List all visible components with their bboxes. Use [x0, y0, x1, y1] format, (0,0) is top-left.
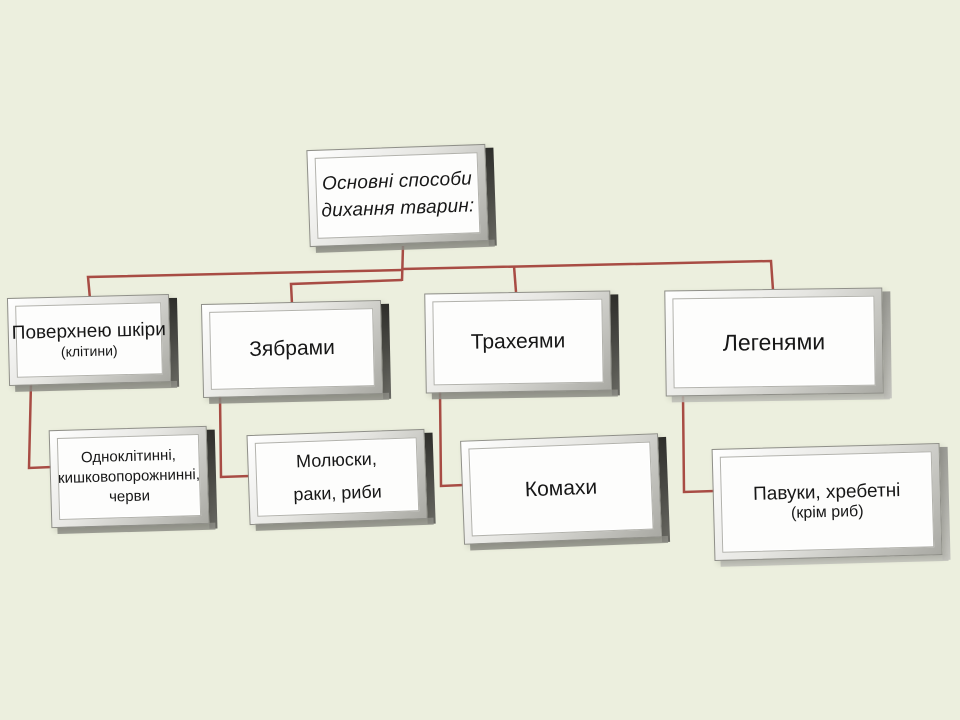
lungs-label: Легенями: [722, 327, 826, 356]
connector-trunk-left-to-skin: [86, 268, 403, 300]
root-box: Основні способи дихання тварин:: [306, 143, 497, 253]
unicellular-box-frame: Одноклітинні, кишковопорожнинні, черви: [48, 425, 210, 529]
spiders-box-frame: Павуки, хребетні (крім риб): [711, 443, 943, 561]
gills-box-text: Зябрами: [209, 308, 375, 390]
gills-box: Зябрами: [200, 299, 392, 404]
insects-label: Комахи: [524, 475, 598, 502]
lungs-box-side-shadow: [882, 291, 892, 399]
unicellular-box-text: Одноклітинні, кишковопорожнинні, черви: [56, 434, 202, 520]
spiders-box-text: Павуки, хребетні (крім риб): [719, 451, 935, 553]
tracheae-box-frame: Трахеями: [424, 290, 612, 394]
insects-box: Комахи: [460, 433, 671, 551]
lungs-box: Легенями: [664, 287, 892, 403]
tracheae-label: Трахеями: [470, 329, 566, 354]
mollusks-line-2: раки, риби: [293, 481, 383, 505]
root-box-text: Основні способи дихання тварин:: [314, 152, 481, 239]
lungs-box-frame: Легенями: [664, 287, 884, 397]
tracheae-box-side-shadow: [610, 294, 620, 396]
unicellular-line-1: Одноклітинні,: [80, 446, 177, 466]
insects-box-frame: Комахи: [460, 433, 662, 545]
tracheae-box-text: Трахеями: [432, 298, 604, 386]
spiders-label: Павуки, хребетні: [752, 479, 901, 505]
connector-gills-to-mollusks: [218, 395, 251, 479]
unicellular-line-2: кишковопорожнинні,: [57, 465, 201, 487]
spiders-sublabel: (крім риб): [790, 502, 864, 522]
connector-tracheae-to-insects: [438, 391, 465, 488]
unicellular-line-3: черви: [108, 487, 151, 506]
connector-drop-tracheae: [512, 265, 518, 293]
connector-skin-to-unicellular: [27, 381, 53, 470]
skin-sublabel: (клітини): [60, 341, 118, 360]
gills-label: Зябрами: [248, 336, 336, 361]
root-line-2: дихання тварин:: [321, 194, 475, 222]
gills-box-frame: Зябрами: [200, 299, 384, 399]
skin-label: Поверхнею шкіри: [11, 318, 167, 344]
mollusks-line-1: Молюски,: [295, 448, 378, 472]
connector-lungs-to-spiders: [681, 395, 716, 494]
tracheae-box: Трахеями: [424, 290, 620, 400]
lungs-box-text: Легенями: [672, 295, 876, 389]
connector-branch-gills: [289, 278, 403, 305]
skin-box-text: Поверхнею шкіри (клітини): [12, 302, 166, 378]
unicellular-box: Одноклітинні, кишковопорожнинні, черви: [48, 425, 218, 535]
skin-box: Поверхнею шкіри (клітини): [6, 294, 180, 392]
spiders-box: Павуки, хребетні (крім риб): [711, 443, 951, 567]
mollusks-box-text: Молюски, раки, риби: [254, 437, 420, 517]
mollusks-box: Молюски, раки, риби: [246, 428, 436, 531]
connector-trunk-right-to-lungs: [401, 259, 775, 291]
skin-box-frame: Поверхнею шкіри (клітини): [6, 294, 172, 386]
connector-root-stem: [400, 245, 405, 282]
mollusks-box-frame: Молюски, раки, риби: [246, 428, 428, 526]
root-box-frame: Основні способи дихання тварин:: [306, 143, 489, 248]
insects-box-text: Комахи: [468, 441, 654, 537]
